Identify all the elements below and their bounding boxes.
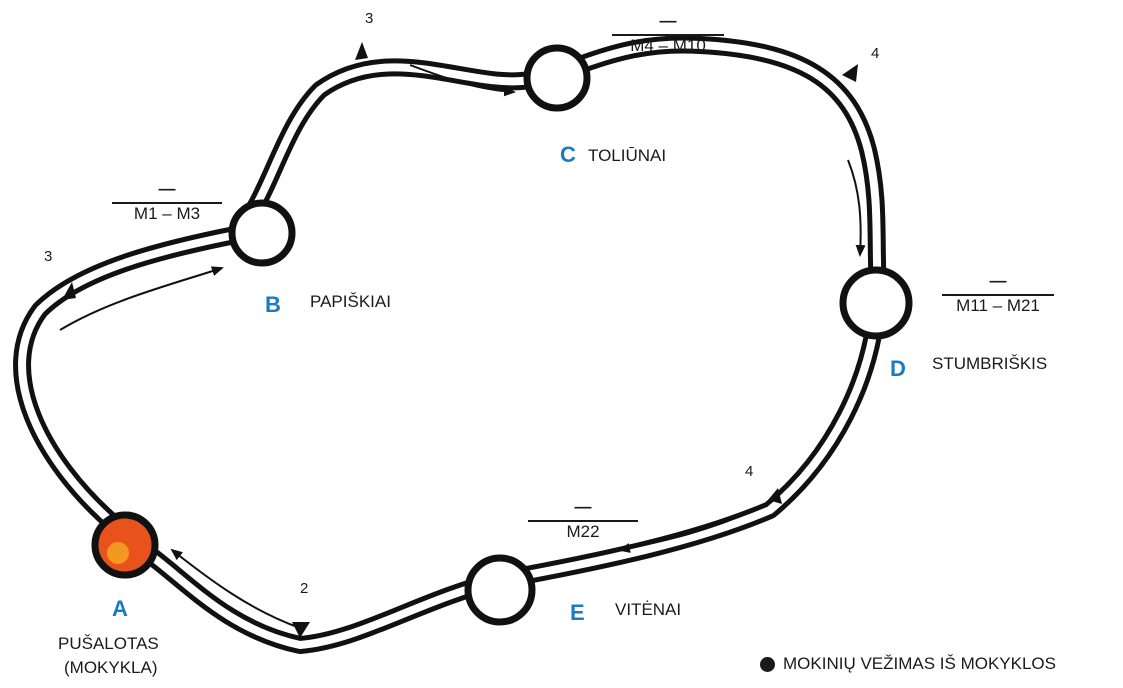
stop-a-letter: A [112,596,128,621]
distance-cd: 4 [871,45,880,62]
fraction-e: — M22 [528,498,638,542]
stop-b-letter: B [265,292,281,317]
distance-ea: 2 [300,580,309,597]
fraction-e-top: — [574,497,592,516]
fraction-d-top: — [989,271,1007,290]
fraction-e-bottom: M22 [566,522,600,541]
fraction-d: — M11 – M21 [942,272,1054,316]
fraction-c: — M4 – M10 [612,12,724,56]
fraction-b: — M1 – M3 [112,180,222,224]
legend: MOKINIŲ VEŽIMAS IŠ MOKYKLOS [760,654,1056,674]
distance-de: 4 [745,463,754,480]
stop-c-letter: C [560,142,576,167]
direction-arrow-de [618,509,756,553]
legend-text: MOKINIŲ VEŽIMAS IŠ MOKYKLOS [783,654,1056,673]
stop-b-name: PAPIŠKIAI [310,292,391,311]
direction-arrow-bc [409,64,516,97]
fraction-e-bar [528,520,638,522]
stop-c-name: TOLIŪNAI [588,146,667,165]
tick-ea [292,622,310,638]
fraction-b-top: — [158,179,176,198]
tick-de [768,488,782,504]
distance-ab: 3 [44,248,53,265]
stop-e-letter: E [570,600,585,625]
fraction-c-bar [612,34,724,36]
stop-d-letter: D [890,356,906,381]
tick-ab [62,282,76,300]
stop-b-circle [228,199,296,267]
direction-arrow-ab [59,266,224,331]
fraction-c-top: — [659,11,677,30]
stop-e-circle [464,554,536,626]
fraction-d-bottom: M11 – M21 [956,296,1040,315]
fraction-c-bottom: M4 – M10 [630,36,706,55]
tick-bc [355,42,368,60]
fraction-b-bar [112,202,222,204]
school-circle-highlight [107,542,129,564]
filled-circle-icon [760,656,775,672]
stop-a-name: PUŠALOTAS [58,634,159,653]
tick-cd [842,64,858,82]
fraction-d-bar [942,294,1054,296]
stop-d-circle [839,266,913,340]
stop-c-circle [523,44,591,112]
stop-e-name: VITĖNAI [615,600,682,619]
direction-arrow-ea [170,548,301,629]
fraction-b-bottom: M1 – M3 [133,204,201,223]
stop-a-name-sub: (MOKYKLA) [64,658,158,677]
stop-d-name: STUMBRIŠKIS [932,354,1048,373]
distance-bc: 3 [365,10,374,27]
direction-arrow-cd [847,159,866,257]
